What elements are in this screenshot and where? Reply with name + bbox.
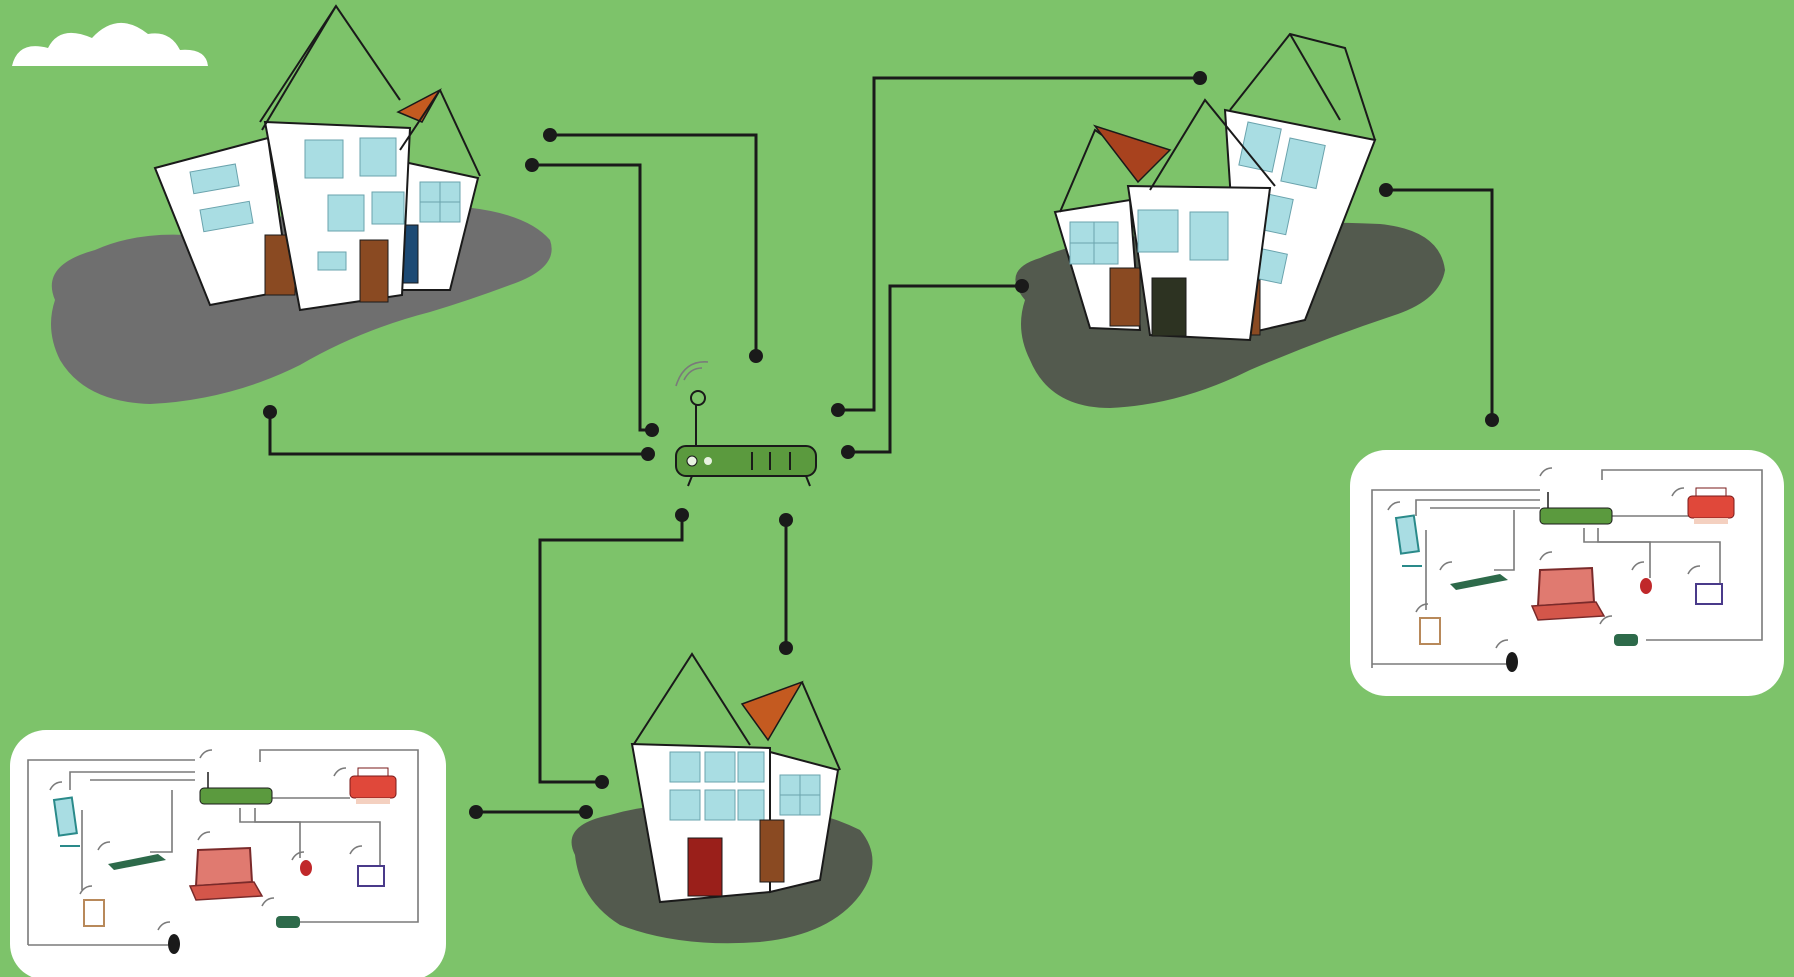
- building: [1053, 198, 1142, 332]
- lan-panel-left: [10, 730, 446, 977]
- cloud: [12, 22, 208, 66]
- wifi-icon: [675, 361, 709, 387]
- building: [1126, 184, 1272, 342]
- keyboard-icon: [1450, 574, 1508, 590]
- network-links: [263, 71, 1499, 819]
- building-cluster-west: [51, 4, 552, 404]
- phone-icon: [1640, 578, 1652, 594]
- webcam-icon: [1614, 634, 1638, 646]
- phone-icon: [300, 860, 312, 876]
- router-icon: [1539, 492, 1613, 525]
- keyboard-icon: [108, 854, 166, 870]
- building: [759, 750, 840, 894]
- building: [263, 120, 412, 312]
- monitor-icon: [52, 796, 80, 847]
- building: [153, 136, 296, 307]
- webcam-icon: [276, 916, 300, 928]
- scanner-icon: [1695, 583, 1723, 605]
- router-icon: [199, 772, 273, 805]
- mouse-icon: [1506, 652, 1518, 672]
- tablet-icon: [83, 899, 105, 927]
- printer-icon: [1687, 487, 1735, 524]
- mouse-icon: [168, 934, 180, 954]
- laptop-icon: [1530, 566, 1606, 621]
- tablet-icon: [1419, 617, 1441, 645]
- central-router: [675, 361, 817, 487]
- wifi-icon: [49, 749, 363, 931]
- building-cluster-east: [1015, 32, 1445, 408]
- monitor-icon: [1394, 514, 1422, 567]
- roof-flag: [1092, 124, 1172, 184]
- printer-icon: [349, 767, 397, 804]
- roof-flag: [396, 88, 442, 123]
- building: [630, 742, 771, 904]
- laptop-icon: [188, 846, 264, 901]
- wifi-icon: [1387, 467, 1701, 649]
- building-cluster-south: [571, 652, 873, 944]
- scanner-icon: [357, 865, 385, 887]
- roof-flag: [740, 680, 804, 742]
- lan-panel-right: [1350, 450, 1784, 696]
